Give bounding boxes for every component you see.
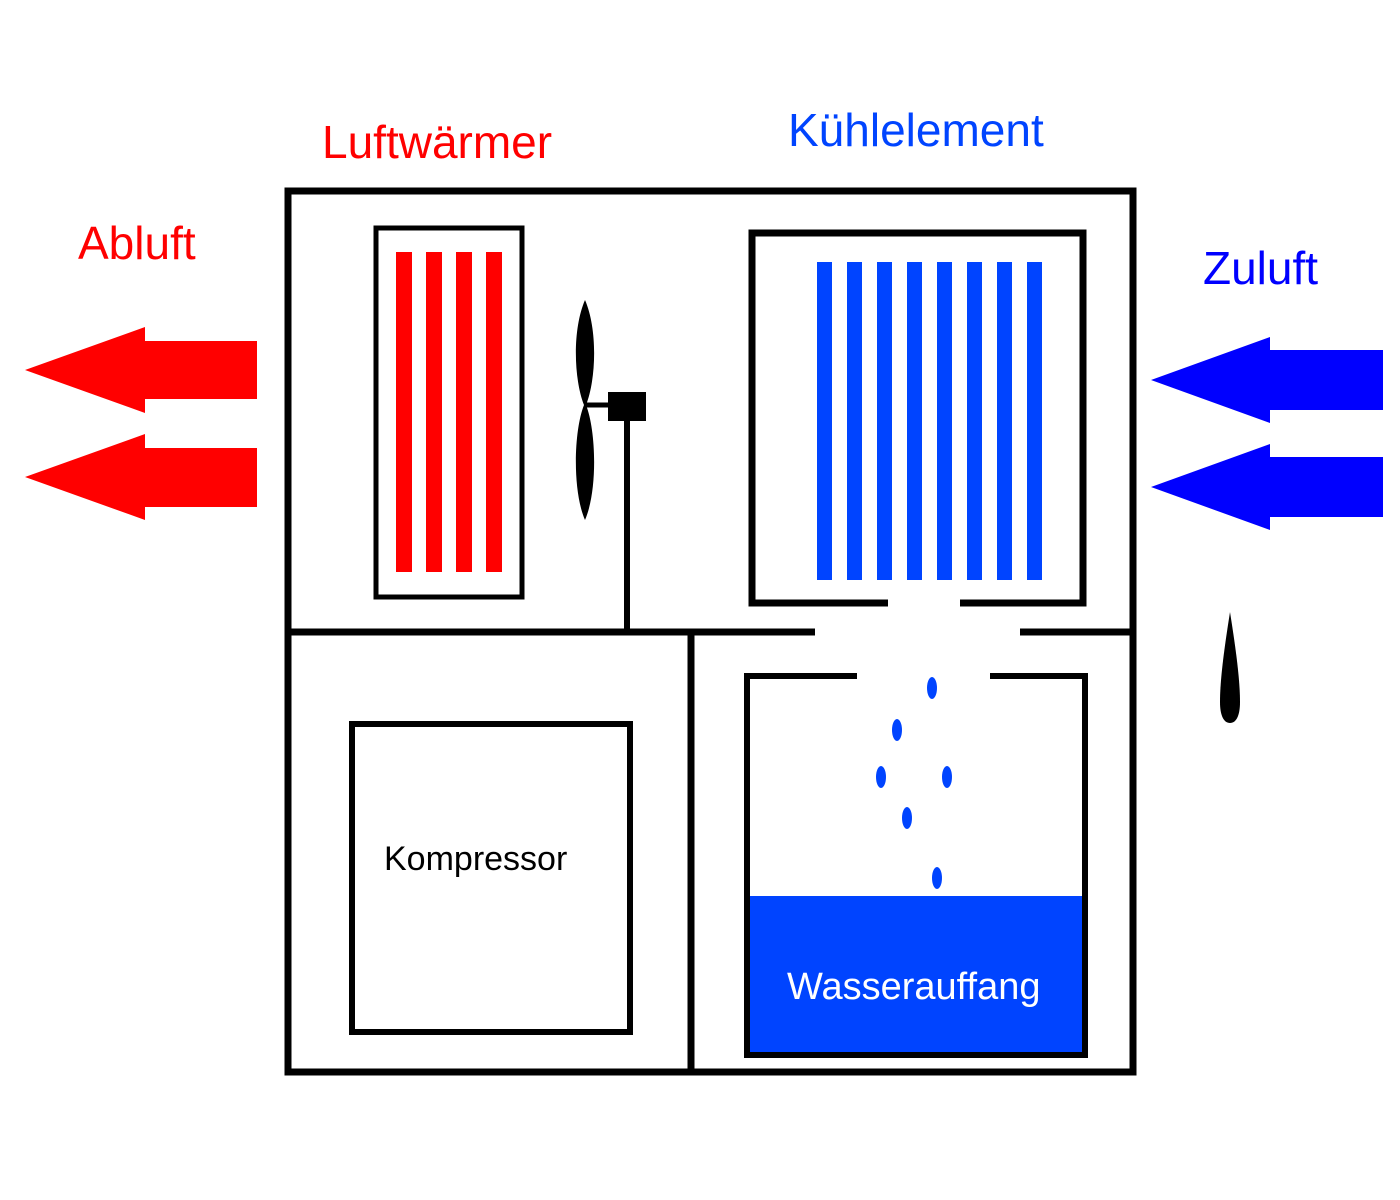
water-tank-label: Wasserauffang [787,966,1040,1008]
water-drop-icon [942,766,952,788]
water-drop-icon [892,719,902,741]
water-drop-icon [876,766,886,788]
water-drop-icon [1220,612,1240,723]
cooler-fin [907,262,922,580]
cooler-fin [937,262,952,580]
cooler-fin [877,262,892,580]
water-tank: Wasserauffang [744,673,1088,1058]
cooler-fin [817,262,832,580]
cooler-frame [748,229,1087,607]
arrow-left-icon [1151,337,1383,423]
water-drop-icon [927,677,937,699]
water-fill [750,896,1082,1052]
water-tank-frame [744,673,1088,1058]
fan-icon [575,300,646,632]
compressor-label: Kompressor [384,840,567,878]
cooler-fin [1027,262,1042,580]
exhaust-arrows [25,327,257,520]
intake-arrows [1151,337,1383,530]
compressor-box [349,721,633,1035]
fan-motor [608,392,646,421]
cooler-fin [997,262,1012,580]
water-drop-icon [902,807,912,829]
arrow-left-icon [25,327,257,413]
heater-fin [456,252,472,572]
exhaust-label: Abluft [78,217,196,269]
cooler-fin [967,262,982,580]
heater-fin [396,252,412,572]
heater-fin [486,252,502,572]
compressor: Kompressor [349,721,633,1035]
heater-fin [426,252,442,572]
fan-blade [575,300,595,520]
heater [373,225,525,600]
water-drop-icon [932,867,942,889]
heater-frame [373,225,525,600]
arrow-left-icon [25,434,257,520]
cooler-fin [847,262,862,580]
intake-label: Zuluft [1203,242,1318,294]
arrow-left-icon [1151,444,1383,530]
cooler [748,229,1087,607]
cooler-label: Kühlelement [788,104,1044,156]
droplets [876,677,952,889]
heater-label: Luftwärmer [322,116,552,168]
